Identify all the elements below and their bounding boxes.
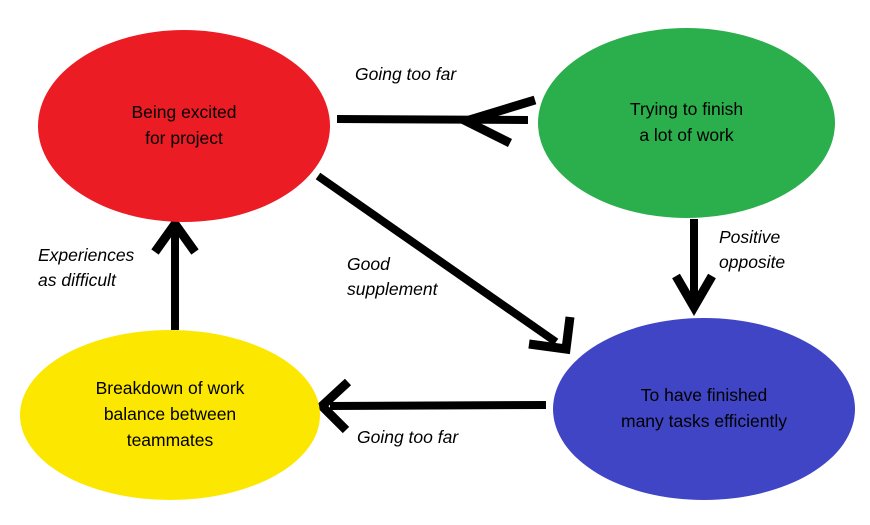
edge-label-green-to-blue: Positive opposite bbox=[719, 227, 786, 272]
edge-green-to-blue bbox=[672, 219, 716, 316]
node-label: Breakdown of work balance between teamma… bbox=[95, 378, 245, 450]
edge-label-red-to-blue: Good supplement bbox=[347, 254, 438, 299]
edge-label-yellow-to-red: Experiences as difficult bbox=[38, 245, 135, 290]
node-to-have-finished[interactable]: To have finished many tasks efficiently bbox=[553, 318, 855, 500]
edge-label-blue-to-yellow: Going too far bbox=[357, 427, 459, 447]
edge-label-red-to-green: Going too far bbox=[355, 64, 457, 84]
node-label: Being excited for project bbox=[131, 102, 237, 148]
edge-red-to-green bbox=[336, 95, 537, 148]
node-breakdown-of-work[interactable]: Breakdown of work balance between teamma… bbox=[20, 330, 320, 500]
node-trying-to-finish[interactable]: Trying to finish a lot of work bbox=[538, 28, 835, 218]
edge-blue-to-yellow bbox=[315, 378, 547, 434]
node-label: Trying to finish a lot of work bbox=[629, 99, 744, 145]
node-label: To have finished many tasks efficiently bbox=[621, 385, 787, 431]
node-being-excited[interactable]: Being excited for project bbox=[38, 30, 330, 222]
edge-yellow-to-red bbox=[151, 216, 199, 330]
